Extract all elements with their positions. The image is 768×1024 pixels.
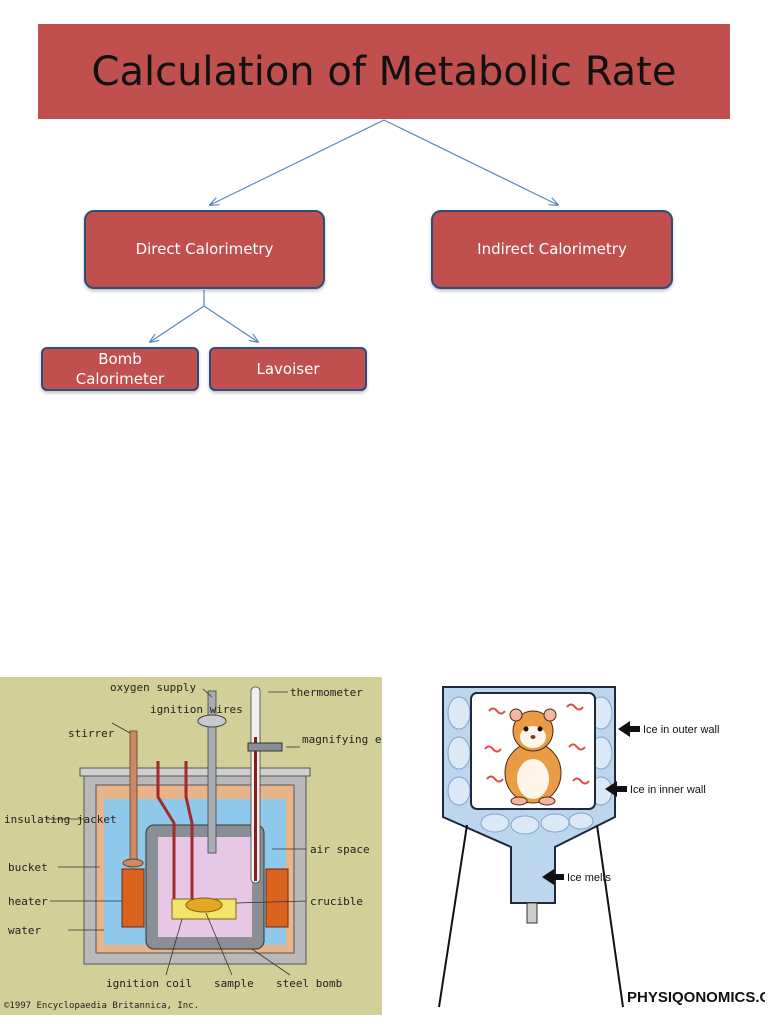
drain-tube <box>526 902 538 924</box>
node-label: Indirect Calorimetry <box>477 240 627 259</box>
label-steel-bomb: steel bomb <box>276 977 342 990</box>
label-oxygen-supply: oxygen supply <box>110 681 196 694</box>
label-stirrer: stirrer <box>68 727 115 740</box>
ignition-wire-right <box>184 761 194 899</box>
node-label: Direct Calorimetry <box>135 240 274 259</box>
node-direct-calorimetry: Direct Calorimetry <box>84 210 325 289</box>
eyepiece <box>247 742 283 752</box>
jacket-top-rim <box>79 767 311 777</box>
label-bucket: bucket <box>8 861 48 874</box>
stirrer-blade <box>122 858 144 868</box>
arrow-icon <box>618 721 640 737</box>
label-ignition-coil: ignition coil <box>106 977 192 990</box>
oxygen-supply-tube <box>207 690 217 854</box>
bomb-calorimeter-illustration: oxygen supply thermometer ignition wires… <box>0 677 382 1015</box>
label-sample: sample <box>214 977 254 990</box>
arrow-to-indirect <box>383 119 558 205</box>
arrow-to-bomb <box>150 305 205 342</box>
arrow-icon <box>542 869 564 885</box>
label-air-space: air space <box>310 843 370 856</box>
stirrer-rod <box>129 730 138 864</box>
label-magnifying-eyepiece: magnifying eyepiece <box>302 733 382 746</box>
label-ice-inner-wall: Ice in inner wall <box>630 784 706 796</box>
oxygen-valve <box>197 714 227 728</box>
thermometer-mercury <box>254 737 257 881</box>
node-lavoiser: Lavoiser <box>209 347 367 391</box>
heater-right <box>265 868 289 928</box>
label-thermometer: thermometer <box>290 686 363 699</box>
label-ice-outer-wall: Ice in outer wall <box>643 724 719 736</box>
connector-layer <box>0 119 768 420</box>
label-ice-melts: Ice melts <box>567 872 612 884</box>
node-label: Lavoiser <box>256 359 320 378</box>
stand-leg-right <box>596 824 624 1008</box>
brand-text: PHYSIQONOMICS.COM <box>627 989 765 1006</box>
node-bomb-calorimeter: Bomb Calorimeter <box>41 347 199 391</box>
bomb-interior <box>158 837 252 937</box>
sample-shape <box>185 897 223 913</box>
hamster-illustration <box>504 708 562 806</box>
label-water: water <box>8 924 41 937</box>
title-banner: Calculation of Metabolic Rate <box>38 24 730 119</box>
node-indirect-calorimetry: Indirect Calorimetry <box>431 210 673 289</box>
ignition-wire-left <box>156 761 176 899</box>
label-insulating-jacket: insulating jacket <box>4 813 117 826</box>
stand-leg-left <box>438 824 468 1008</box>
node-label: Bomb Calorimeter <box>75 349 165 388</box>
heater-left <box>121 868 145 928</box>
label-crucible: crucible <box>310 895 363 908</box>
label-ignition-wires: ignition wires <box>150 703 243 716</box>
label-heater: heater <box>8 895 48 908</box>
page-title: Calculation of Metabolic Rate <box>91 48 677 95</box>
heat-waves <box>484 703 590 785</box>
leader-lines <box>46 688 307 976</box>
copyright-text: ©1997 Encyclopaedia Britannica, Inc. <box>4 1001 199 1011</box>
ice-calorimeter-illustration: Ice in outer wall Ice in inner wall Ice … <box>415 677 765 1015</box>
arrow-icon <box>605 781 627 797</box>
arrow-to-direct <box>210 119 385 205</box>
arrow-to-lavoiser <box>203 305 258 342</box>
